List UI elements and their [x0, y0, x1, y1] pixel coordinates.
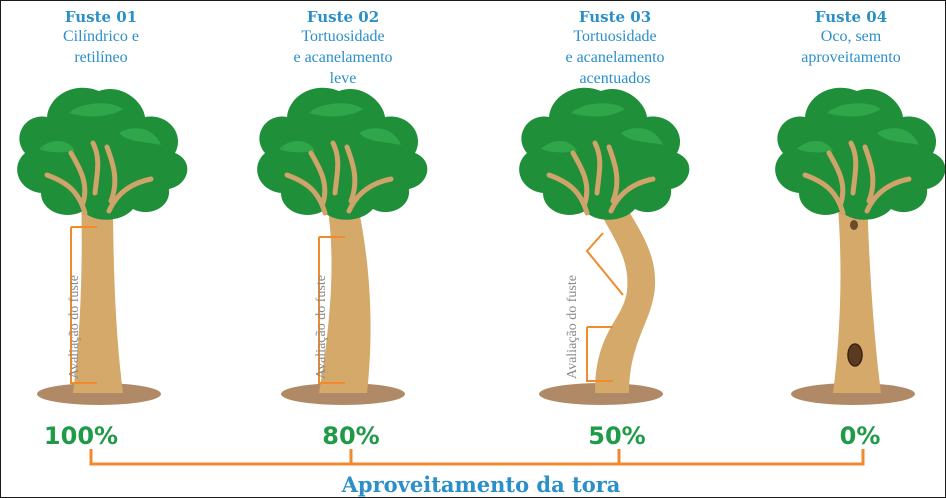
column-title-3: Fuste 03 Tortuosidade e acanelamento ace… [515, 10, 715, 88]
measure-bracket-3 [585, 232, 624, 382]
column-3-desc-line3: acentuados [579, 70, 651, 87]
column-title-1: Fuste 01 Cilíndrico e retilíneo [1, 10, 201, 67]
ground-2 [281, 383, 405, 405]
column-1-desc-line2: retilíneo [74, 49, 128, 66]
measure-bracket-1 [70, 226, 97, 384]
measure-label-2: Avaliação do fuste [314, 275, 329, 379]
trunk-4 [833, 195, 881, 393]
tree-2 [257, 87, 428, 405]
tree-1 [17, 87, 188, 405]
column-2-desc-line3: leve [329, 70, 357, 87]
column-3-desc-line1: Tortuosidade [573, 28, 657, 45]
hollow-cavity [847, 343, 863, 367]
measure-label-1: Avaliação do fuste [67, 275, 82, 379]
trunk-1 [73, 191, 123, 393]
ground-4 [791, 383, 915, 405]
column-2-name: Fuste 02 [306, 8, 380, 26]
column-1-desc-line1: Cilíndrico e [63, 28, 139, 45]
column-4-name: Fuste 04 [814, 8, 888, 26]
column-1-name: Fuste 01 [64, 8, 138, 26]
utilization-label: Aproveitamento da tora [341, 472, 621, 497]
hollow-knot-upper [850, 220, 858, 230]
column-3-desc-line2: e acanelamento [565, 49, 665, 66]
percent-2: 80% [322, 422, 380, 450]
measure-bracket-2 [318, 236, 345, 384]
tree-4 [775, 87, 945, 405]
percent-1: 100% [43, 422, 119, 450]
ground-3 [539, 383, 663, 405]
column-4-desc-line2: aproveitamento [801, 49, 901, 66]
column-title-4: Fuste 04 Oco, sem aproveitamento [751, 8, 945, 67]
percent-4: 0% [839, 422, 881, 450]
percent-3: 50% [588, 422, 646, 450]
column-3-name: Fuste 03 [578, 8, 652, 26]
ground-1 [37, 383, 161, 405]
column-2-desc-line1: Tortuosidade [301, 28, 385, 45]
column-2-desc-line2: e acanelamento [293, 49, 393, 66]
tree-3 [519, 87, 690, 405]
trunk-2 [319, 193, 371, 393]
column-title-2: Fuste 02 Tortuosidade e acanelamento lev… [243, 10, 443, 88]
column-4-desc-line1: Oco, sem [820, 28, 882, 45]
trunk-3 [591, 191, 656, 393]
utilization-bracket [89, 449, 865, 466]
measure-label-3: Avaliação do fuste [565, 275, 580, 379]
